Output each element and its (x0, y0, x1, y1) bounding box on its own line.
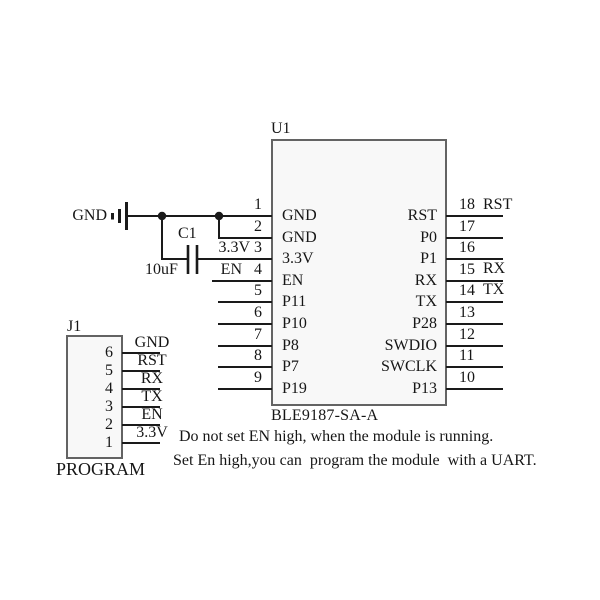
u1-pin-label: SWDIO (384, 337, 437, 354)
note-line-1: Do not set EN high, when the module is r… (179, 428, 494, 445)
junction-dot (157, 211, 167, 221)
net-label-en: EN (220, 261, 242, 278)
net-label-rx: RX (483, 260, 506, 277)
j1-net-label: EN (141, 406, 163, 423)
u1-pin-label: P10 (282, 315, 307, 332)
u1-pin-number: 14 (459, 282, 475, 299)
u1-ref-label: U1 (271, 120, 291, 137)
u1-pin-number: 5 (254, 282, 262, 299)
u1-pin-number: 11 (459, 347, 475, 364)
j1-net-label: 3.3V (136, 424, 168, 441)
j1-net-label: GND (134, 334, 170, 351)
u1-pin-number: 16 (459, 239, 475, 256)
u1-pin-label: EN (282, 272, 304, 289)
u1-body (271, 139, 447, 406)
j1-pin-number: 2 (105, 416, 113, 433)
u1-pin-number: 17 (459, 218, 475, 235)
u1-pin-number: 12 (459, 326, 475, 343)
junction-dot (214, 211, 224, 221)
j1-net-label: TX (141, 388, 163, 405)
u1-pin-number: 4 (254, 261, 262, 278)
j1-pin-number: 5 (105, 362, 113, 379)
u1-part-number: BLE9187-SA-A (271, 407, 379, 424)
u1-pin-number: 1 (254, 196, 262, 213)
u1-pin-number: 9 (254, 369, 262, 386)
u1-pin-label: P28 (412, 315, 437, 332)
u1-pin-label: 3.3V (282, 250, 314, 267)
u1-pin-label: P8 (282, 337, 299, 354)
u1-pin-number: 2 (254, 218, 262, 235)
u1-pin-number: 13 (459, 304, 475, 321)
c1-value-label: 10uF (145, 261, 178, 278)
j1-ref-label: J1 (67, 318, 82, 335)
gnd-net-label: GND (72, 207, 107, 224)
ground-symbol-icon (111, 202, 128, 230)
net-label-rst: RST (483, 196, 513, 213)
j1-name-label: PROGRAM (56, 459, 146, 479)
net-label-tx: TX (483, 281, 505, 298)
u1-pin-label: P13 (412, 380, 437, 397)
u1-pin-number: 7 (254, 326, 262, 343)
u1-pin-number: 10 (459, 369, 475, 386)
u1-pin-label: RST (407, 207, 437, 224)
j1-pin-number: 4 (105, 380, 113, 397)
j1-body (66, 335, 123, 459)
u1-pin-label: P1 (420, 250, 437, 267)
capacitor-c1-icon (186, 245, 199, 274)
u1-pin-number: 6 (254, 304, 262, 321)
u1-pin-number: 3 (254, 239, 262, 256)
u1-pin-label: RX (414, 272, 437, 289)
u1-pin-number: 18 (459, 196, 475, 213)
u1-pin-label: P0 (420, 229, 437, 246)
wire-gnd-cap (161, 216, 188, 260)
c1-ref-label: C1 (178, 225, 197, 242)
note-line-2: Set En high,you can program the module w… (173, 452, 537, 469)
u1-pin-label: P19 (282, 380, 307, 397)
j1-pin-number: 6 (105, 344, 113, 361)
j1-pin-number: 3 (105, 398, 113, 415)
u1-pin-number: 15 (459, 261, 475, 278)
u1-pin-label: P11 (282, 293, 307, 310)
j1-net-label: RX (140, 370, 164, 387)
u1-pin-number: 8 (254, 347, 262, 364)
net-label-3v3: 3.3V (218, 239, 250, 256)
u1-pin-label: P7 (282, 358, 299, 375)
u1-pin-label: GND (282, 207, 317, 224)
j1-net-label: RST (137, 352, 167, 369)
wire-gnd-pin2 (218, 216, 272, 239)
u1-pin-label: TX (415, 293, 437, 310)
j1-pin-number: 1 (105, 434, 113, 451)
u1-pin-label: SWCLK (381, 358, 437, 375)
u1-pin-label: GND (282, 229, 317, 246)
